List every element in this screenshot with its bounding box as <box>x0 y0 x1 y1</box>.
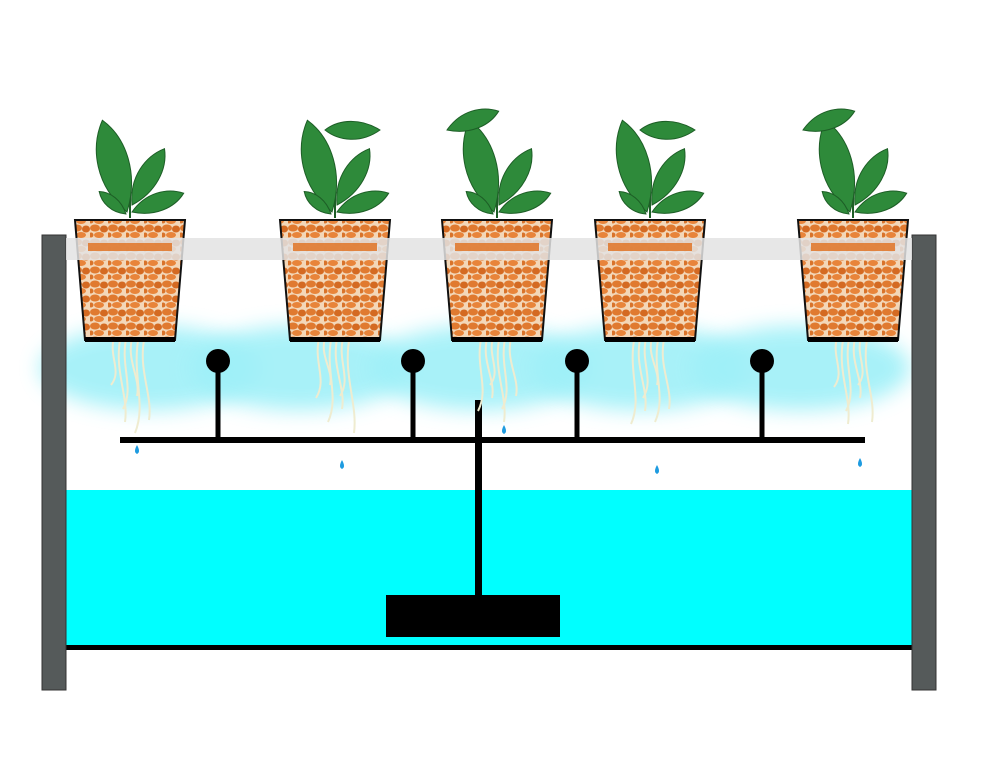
water-drip <box>858 458 862 467</box>
leaf <box>854 190 908 214</box>
pot-base <box>605 337 695 342</box>
nozzle-stem <box>574 361 580 439</box>
roots <box>110 334 874 474</box>
root <box>637 334 647 412</box>
right-frame-post <box>911 234 937 691</box>
leaf <box>651 190 705 214</box>
leaf <box>131 190 185 214</box>
leaf <box>639 120 696 140</box>
leaf <box>446 108 500 132</box>
pot-base <box>808 337 898 342</box>
leaf <box>821 190 850 215</box>
water-drip <box>135 445 139 454</box>
leaf <box>618 190 647 215</box>
water-drip <box>340 460 344 469</box>
leaf <box>300 119 337 213</box>
leaf <box>336 148 371 206</box>
left-frame-post <box>41 234 67 691</box>
root <box>327 334 334 423</box>
nozzle-stem <box>759 361 765 439</box>
root <box>496 334 506 423</box>
root <box>840 334 850 425</box>
pot-base <box>452 337 542 342</box>
spray-nozzle <box>750 349 774 373</box>
root <box>141 334 151 421</box>
leaf <box>802 108 856 132</box>
nozzle-stem <box>215 361 221 439</box>
riser-pipe <box>475 400 482 596</box>
pot-base <box>85 337 175 342</box>
leaf <box>615 119 652 213</box>
root <box>864 334 874 423</box>
root <box>661 334 671 410</box>
root <box>134 334 141 434</box>
mist-cloud <box>690 326 910 410</box>
pot-rim-visible <box>455 243 539 251</box>
plant-pot <box>73 119 187 342</box>
spray-nozzle <box>565 349 589 373</box>
root <box>477 334 484 412</box>
leaf <box>336 190 390 214</box>
root <box>654 334 661 423</box>
water-drip <box>655 465 659 474</box>
plant-pot <box>440 108 554 342</box>
spray-nozzle <box>401 349 425 373</box>
leaf <box>324 120 381 140</box>
plant-pot <box>796 108 910 342</box>
plant-pot <box>278 119 392 342</box>
leaf <box>498 148 533 206</box>
root <box>501 334 508 410</box>
root <box>630 334 637 425</box>
water-drip <box>502 425 506 434</box>
reservoir-bottom <box>66 645 912 650</box>
pot-rim-visible <box>608 243 692 251</box>
leaf <box>651 148 686 206</box>
pump <box>386 595 560 637</box>
pot-rim-visible <box>293 243 377 251</box>
pot-rim-visible <box>88 243 172 251</box>
leaf <box>465 190 494 215</box>
spray-nozzles <box>206 349 774 439</box>
pot-base <box>290 337 380 342</box>
leaf <box>854 148 889 206</box>
nozzle-stem <box>410 361 416 439</box>
root <box>122 334 129 410</box>
plant-pots <box>73 108 910 342</box>
plant-pot <box>593 119 707 342</box>
leaf <box>131 148 166 206</box>
root <box>845 334 852 412</box>
leaf <box>98 190 127 215</box>
root <box>117 334 127 423</box>
spray-nozzle <box>206 349 230 373</box>
mist-cloud <box>190 326 410 410</box>
root <box>346 334 356 434</box>
leaf <box>95 119 132 213</box>
leaf <box>303 190 332 215</box>
root <box>334 334 344 410</box>
leaf <box>498 190 552 214</box>
pot-rim-visible <box>811 243 895 251</box>
spray-manifold-pipe <box>120 437 865 443</box>
